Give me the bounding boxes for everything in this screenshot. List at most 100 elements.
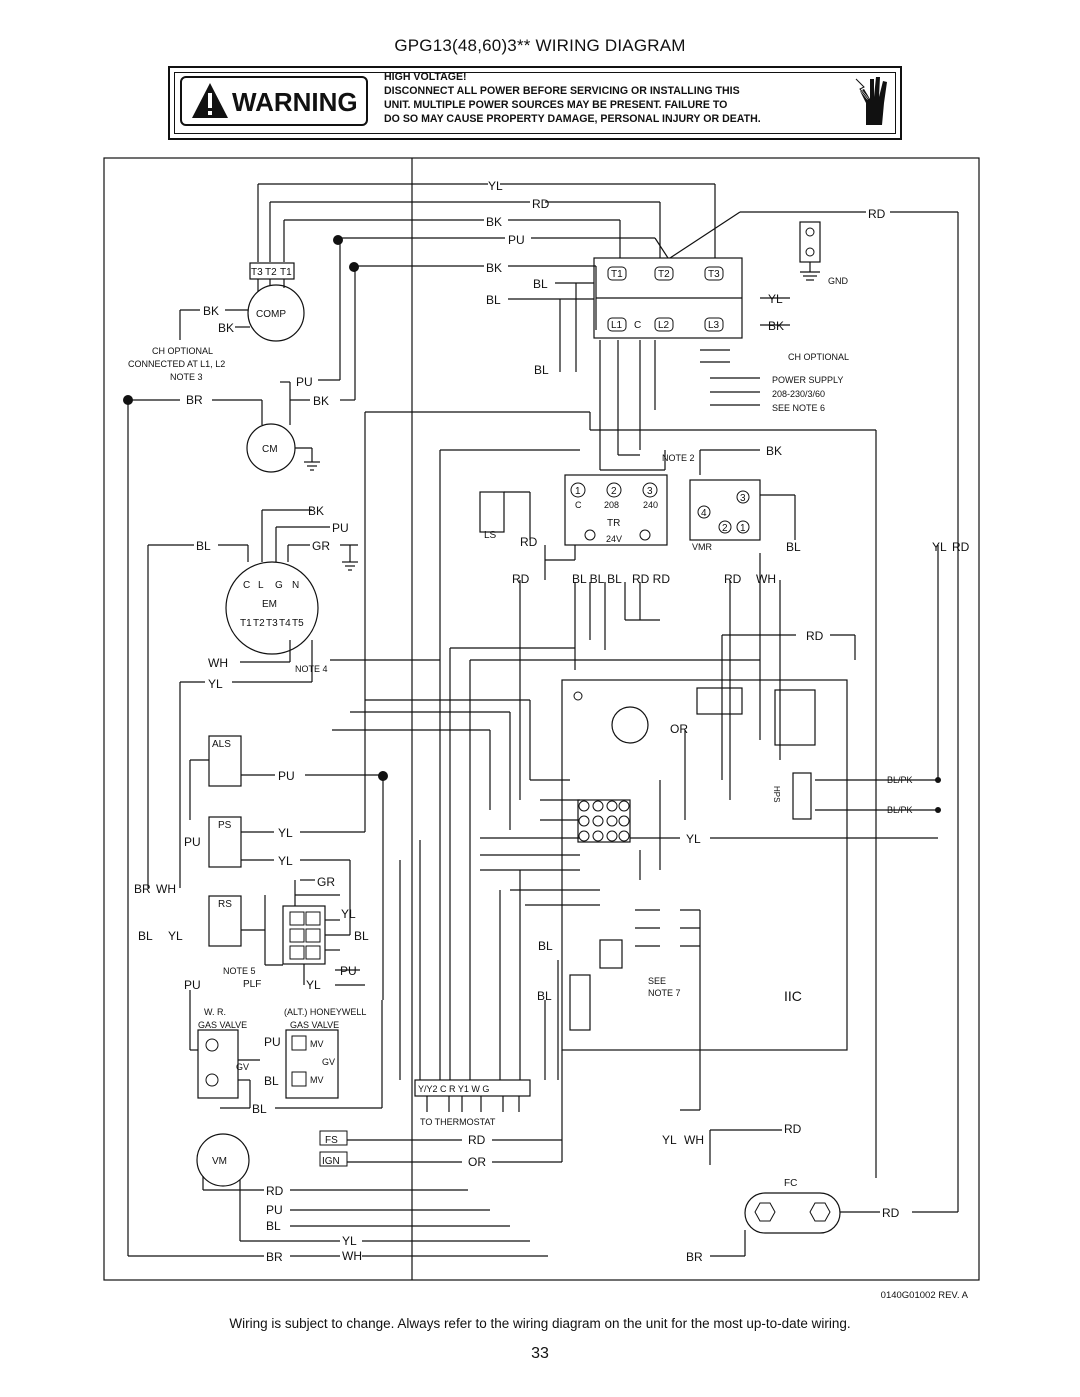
wire-label: BK: [486, 261, 502, 275]
warning-line: DISCONNECT ALL POWER BEFORE SERVICING OR…: [384, 85, 740, 97]
wire-label: WH: [156, 882, 176, 896]
comp-terminal-label: T2: [265, 267, 277, 278]
wire-label: RD: [468, 1133, 486, 1147]
wire-label: PU: [264, 1035, 281, 1049]
note-line: 208-230/3/60: [772, 389, 825, 399]
to-thermostat: TO THERMOSTAT: [420, 1117, 496, 1127]
wire-label: BL: [196, 539, 211, 553]
wire-label: YL: [488, 179, 503, 193]
wire-label: YL: [208, 677, 223, 691]
wire-label: PU: [340, 964, 357, 978]
wire-label: BR: [186, 393, 203, 407]
vmr-label: VMR: [692, 542, 713, 552]
wire-label: YL: [342, 1234, 357, 1248]
wire-label: BK: [308, 504, 324, 518]
mv-label: MV: [310, 1039, 324, 1049]
wire-label: YL: [278, 826, 293, 840]
gas-valve-label: GAS VALVE: [290, 1020, 339, 1030]
wire-label: BL: [786, 540, 801, 554]
wire-label: BR: [686, 1250, 703, 1264]
wire-label: YL: [662, 1133, 677, 1147]
gas-valve-label: GAS VALVE: [198, 1020, 247, 1030]
em-terminal-label: G: [275, 580, 283, 591]
cm-label: CM: [262, 444, 278, 455]
note-line: CONNECTED AT L1, L2: [128, 359, 225, 369]
wire-label: OR: [670, 722, 688, 736]
wire-label: WH: [756, 572, 776, 586]
vmr-terminal: 1: [740, 523, 746, 534]
contactor-terminal: L1: [611, 320, 623, 331]
note-line: POWER SUPPLY: [772, 375, 843, 385]
wire-label: WH: [684, 1133, 704, 1147]
wire-label: RD: [532, 197, 550, 211]
wire-label: RD: [266, 1184, 284, 1198]
fs-label: FS: [325, 1135, 338, 1146]
contactor-terminal: T2: [658, 269, 670, 280]
vm-label: VM: [212, 1156, 227, 1167]
hps-label: HPS: [772, 786, 781, 802]
wire-label: BL: [534, 363, 549, 377]
wire-label: GR: [317, 875, 335, 889]
tr-label: TR: [607, 518, 620, 529]
warning-label: WARNING: [232, 87, 358, 117]
warning-badge: WARNING: [180, 76, 368, 126]
fc-label: FC: [784, 1178, 797, 1189]
hps-sensor-label: BL/PK: [887, 775, 913, 785]
wire-label: BL: [252, 1102, 267, 1116]
note-line: SEE NOTE 6: [772, 403, 825, 413]
ps-label: PS: [218, 820, 232, 831]
als-label: ALS: [212, 739, 231, 750]
note-label: NOTE 2: [662, 453, 695, 463]
tr-terminal-label: 208: [604, 500, 619, 510]
wire-label: BL BL BL: [572, 572, 622, 586]
warning-line: HIGH VOLTAGE!: [384, 71, 467, 83]
page-title: GPG13(48,60)3** WIRING DIAGRAM: [394, 36, 686, 55]
vmr-terminal: 2: [722, 523, 728, 534]
wire-label: YL: [168, 929, 183, 943]
contactor-c: C: [634, 320, 641, 331]
note-line: NOTE 7: [648, 988, 681, 998]
em-terminal-label: N: [292, 580, 299, 591]
em-label: EM: [262, 599, 277, 610]
wire-label: RD: [724, 572, 742, 586]
contactor-terminal: T1: [611, 269, 623, 280]
wire-label: BK: [203, 304, 219, 318]
wire-label: BL: [266, 1219, 281, 1233]
wire-label: BL: [138, 929, 153, 943]
wire-label: PU: [332, 521, 349, 535]
wire-label: BL: [533, 277, 548, 291]
em-terminal-label: T4: [279, 618, 291, 629]
warning-triangle-icon: [192, 83, 228, 118]
ls-label: LS: [484, 530, 497, 541]
wire-label: BK: [313, 394, 329, 408]
em-terminal-label: C: [243, 580, 250, 591]
gas-valve-label: W. R.: [204, 1007, 226, 1017]
wiring-diagram: YL RD BK PU BK BL BL RD YL BK BL BK BK P…: [103, 157, 980, 1281]
warning-text: HIGH VOLTAGE! DISCONNECT ALL POWER BEFOR…: [384, 70, 834, 126]
wire-label: YL: [278, 854, 293, 868]
wire-label: BK: [768, 319, 784, 333]
revision-code: 0140G01002 REV. A: [880, 1290, 968, 1301]
wire-label: PU: [184, 835, 201, 849]
note-line: NOTE 3: [170, 372, 203, 382]
note-label: NOTE 5: [223, 966, 256, 976]
wire-label: GR: [312, 539, 330, 553]
note-label: NOTE 4: [295, 664, 328, 674]
warning-line: UNIT. MULTIPLE POWER SOURCES MAY BE PRES…: [384, 99, 728, 111]
wire-label: OR: [468, 1155, 486, 1169]
wire-label: RD: [784, 1122, 802, 1136]
wire-label: PU: [278, 769, 295, 783]
wire-label: YL: [686, 832, 701, 846]
wire-label: RD: [868, 207, 886, 221]
wire-label: WH: [342, 1249, 362, 1263]
warning-box: WARNING HIGH VOLTAGE! DISCONNECT ALL POW…: [168, 66, 902, 140]
gas-valve-label: (ALT.) HONEYWELL: [284, 1007, 366, 1017]
wire-label: PU: [508, 233, 525, 247]
wire-label: BL: [486, 293, 501, 307]
em-terminal-label: L: [258, 580, 264, 591]
tr-terminal-label: 240: [643, 500, 658, 510]
wire-label: PU: [266, 1203, 283, 1217]
wire-label: WH: [208, 656, 228, 670]
note-line: CH OPTIONAL: [788, 352, 849, 362]
page-number: 33: [531, 1345, 549, 1362]
